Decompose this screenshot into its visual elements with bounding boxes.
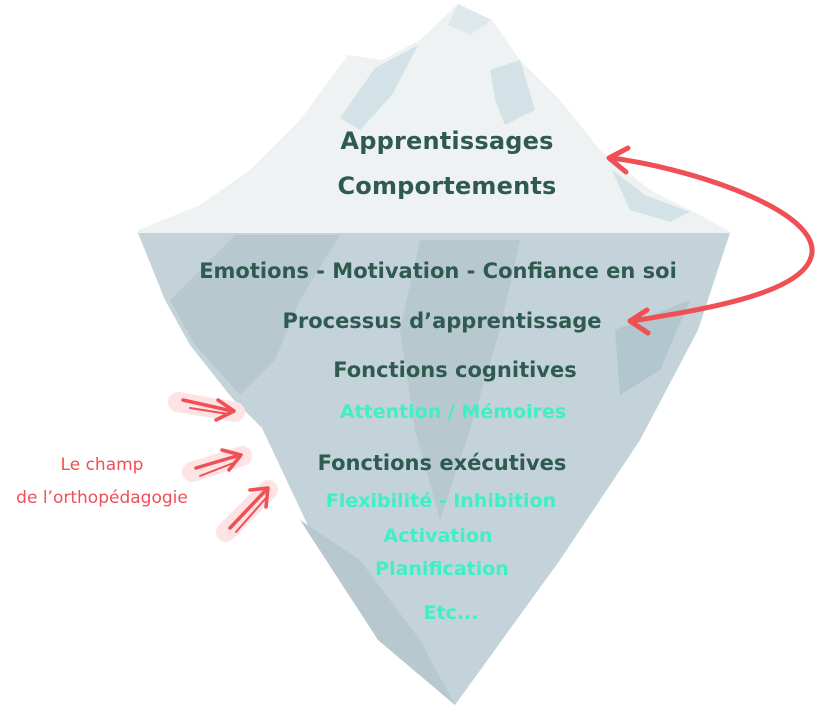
label-emotions: Emotions - Motivation - Confiance en soi (199, 259, 677, 283)
tip-shade-top (448, 4, 492, 35)
label-flexibilite: Flexibilité - Inhibition (325, 490, 557, 512)
label-attention: Attention / Mémoires (339, 401, 567, 423)
underwater-shade-center (400, 240, 520, 520)
label-etc: Etc... (423, 602, 479, 624)
loop-arrow-head-bottom (627, 307, 651, 336)
label-activation: Activation (383, 525, 493, 547)
underwater-shade-bottom (300, 520, 455, 705)
tip-shade-right (612, 170, 690, 222)
pointer-arrow-1 (168, 392, 245, 422)
pointer-arrow-3 (216, 480, 278, 542)
annotation-line-1: Le champ (60, 455, 144, 475)
annotation-line-2: de l’orthopédagogie (16, 488, 188, 508)
pointer-arrow-2 (182, 446, 252, 482)
loop-arrow-curve (609, 155, 815, 324)
label-planification: Planification (375, 558, 509, 580)
label-comportements: Comportements (337, 172, 557, 200)
label-fonctions-executives: Fonctions exécutives (317, 451, 567, 475)
tip-shade-left (340, 45, 418, 130)
underwater-shade-left (170, 235, 340, 395)
label-processus: Processus d’apprentissage (282, 309, 602, 333)
label-apprentissages: Apprentissages (340, 127, 554, 155)
label-fonctions-cognitives: Fonctions cognitives (333, 358, 577, 382)
tip-shade-center (490, 60, 535, 125)
iceberg-tip (138, 4, 732, 233)
loop-arrow-head-top (606, 145, 631, 175)
